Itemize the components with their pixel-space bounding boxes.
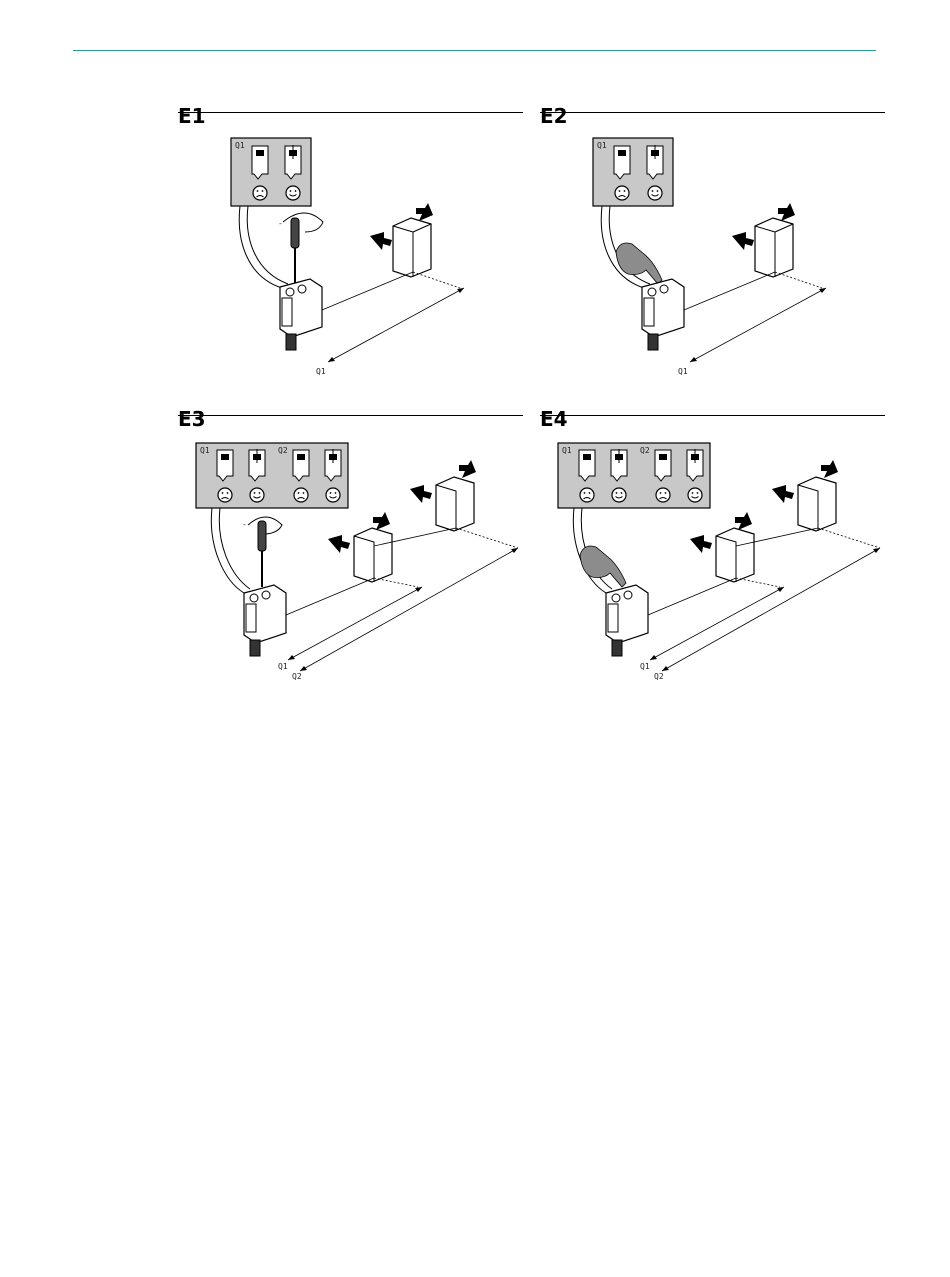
- panel-label-q2: Q2: [278, 446, 288, 455]
- arrow-out-icon: [732, 232, 754, 250]
- range-label-q2: Q2: [654, 672, 664, 681]
- arrow-in-icon: [821, 460, 838, 478]
- happy-face-icon: [326, 488, 340, 502]
- svg-text:-: -: [242, 520, 247, 529]
- target-object: [393, 218, 431, 277]
- led-tag-icon: [285, 145, 301, 179]
- panel-label-q1: Q1: [597, 141, 607, 150]
- range-label-q1: Q1: [316, 367, 326, 376]
- figure-e3: E3 Q1 Q2 -+: [178, 415, 523, 695]
- finger-icon: [616, 243, 662, 284]
- arrow-out-icon: [772, 485, 794, 503]
- panel-label-q1: Q1: [235, 141, 245, 150]
- happy-face-icon: [286, 186, 300, 200]
- happy-face-icon: [250, 488, 264, 502]
- sad-face-icon: [615, 186, 629, 200]
- led-tag-icon: [655, 450, 671, 481]
- arrow-in-icon: [416, 203, 433, 221]
- arrow-in-icon: [459, 460, 476, 478]
- panel-label-q2: Q2: [640, 446, 650, 455]
- led-tag-icon: [647, 145, 663, 179]
- screwdriver-icon: [291, 218, 299, 284]
- svg-text:-: -: [278, 219, 283, 228]
- sensor-icon: [642, 279, 684, 350]
- range-label-q1: Q1: [678, 367, 688, 376]
- led-tag-icon: [611, 449, 627, 481]
- figure-e4: E4 Q1 Q2: [540, 415, 885, 695]
- figure-e1: E1 Q1 -+: [178, 112, 523, 392]
- led-tag-icon: [687, 449, 703, 481]
- arrow-out-icon: [370, 232, 392, 250]
- sad-face-icon: [294, 488, 308, 502]
- arrow-in-icon: [373, 512, 390, 530]
- sensor-teach-diagram: Q1 -+: [178, 112, 523, 392]
- figure-e2: E2 Q1: [540, 112, 885, 392]
- target-object-near: [354, 528, 392, 582]
- sensor-icon: [244, 585, 286, 656]
- sensor-teach-diagram: Q1: [540, 112, 885, 392]
- led-tag-icon: [249, 449, 265, 481]
- arrow-out-icon: [410, 485, 432, 503]
- range-label-q1: Q1: [640, 662, 650, 671]
- led-tag-icon: [325, 449, 341, 481]
- sad-face-icon: [580, 488, 594, 502]
- arrow-in-icon: [735, 512, 752, 530]
- sensor-teach-diagram: Q1 Q2: [540, 415, 885, 695]
- sad-face-icon: [218, 488, 232, 502]
- led-tag-icon: [614, 146, 630, 179]
- range-label-q1: Q1: [278, 662, 288, 671]
- target-object: [755, 218, 793, 277]
- sensor-icon: [606, 585, 648, 656]
- target-object-near: [716, 528, 754, 582]
- sad-face-icon: [656, 488, 670, 502]
- happy-face-icon: [648, 186, 662, 200]
- sad-face-icon: [253, 186, 267, 200]
- screwdriver-icon: [258, 521, 266, 587]
- panel-label-q1: Q1: [562, 446, 572, 455]
- led-tag-icon: [252, 146, 268, 179]
- led-tag-icon: [217, 450, 233, 481]
- sensor-icon: [280, 279, 322, 350]
- range-label-q2: Q2: [292, 672, 302, 681]
- arrow-in-icon: [778, 203, 795, 221]
- led-tag-icon: [293, 450, 309, 481]
- target-object-far: [436, 477, 474, 531]
- happy-face-icon: [612, 488, 626, 502]
- happy-face-icon: [688, 488, 702, 502]
- arrow-out-icon: [690, 535, 712, 553]
- panel-label-q1: Q1: [200, 446, 210, 455]
- target-object-far: [798, 477, 836, 531]
- arrow-out-icon: [328, 535, 350, 553]
- header-rule: [73, 50, 876, 51]
- led-tag-icon: [579, 450, 595, 481]
- sensor-teach-diagram: Q1 Q2 -+: [178, 415, 523, 695]
